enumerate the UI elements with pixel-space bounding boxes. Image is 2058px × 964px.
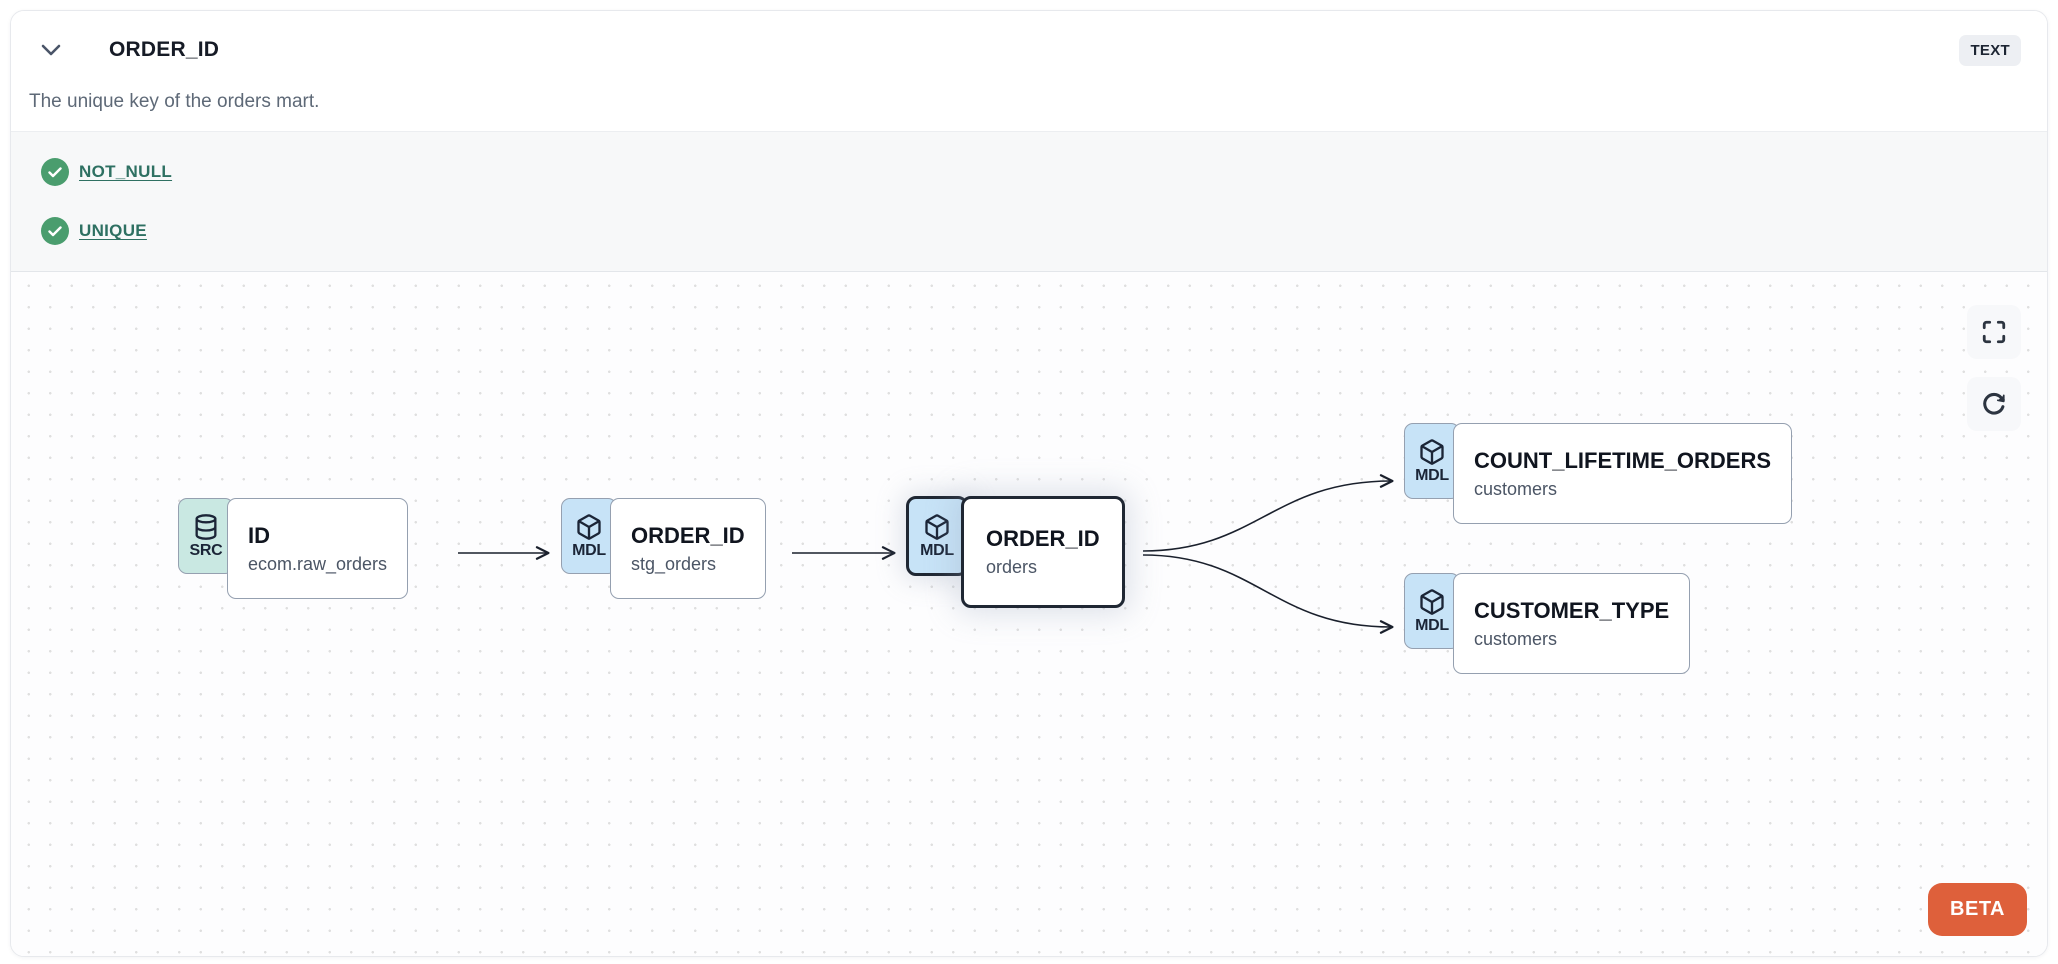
title-row: ORDER_ID TEXT xyxy=(29,33,2021,67)
lineage-node-source-id[interactable]: SRC ID ecom.raw_orders xyxy=(178,498,409,599)
collapse-toggle[interactable] xyxy=(39,38,63,62)
chevron-down-icon xyxy=(41,44,61,56)
tests-section: NOT_NULL UNIQUE xyxy=(11,131,2047,272)
cube-icon xyxy=(1420,438,1444,465)
node-badge-label: MDL xyxy=(920,541,954,559)
node-card: ORDER_ID orders xyxy=(961,496,1125,608)
node-card: ID ecom.raw_orders xyxy=(227,498,409,599)
node-subtitle: customers xyxy=(1474,478,1558,499)
column-description: The unique key of the orders mart. xyxy=(29,91,320,112)
beta-badge: BETA xyxy=(1928,883,2027,936)
node-subtitle: orders xyxy=(986,557,1038,577)
node-badge-label: SRC xyxy=(189,541,223,559)
column-details-panel: ORDER_ID TEXT The unique key of the orde… xyxy=(10,10,2048,957)
lineage-node-stg-orders[interactable]: MDL ORDER_ID stg_orders xyxy=(561,498,766,599)
lineage-node-count-lifetime-orders[interactable]: MDL COUNT_LIFETIME_ORDERS customers xyxy=(1404,423,1793,524)
database-icon xyxy=(195,513,217,540)
refresh-icon xyxy=(1983,392,2005,415)
node-card: CUSTOMER_TYPE customers xyxy=(1453,573,1691,674)
node-type-badge: MDL xyxy=(906,496,968,576)
check-circle-icon xyxy=(41,158,69,186)
check-circle-icon xyxy=(41,217,69,245)
fullscreen-button[interactable] xyxy=(1967,305,2021,359)
test-link-unique[interactable]: UNIQUE xyxy=(79,221,147,240)
refresh-button[interactable] xyxy=(1967,377,2021,431)
cube-icon xyxy=(577,513,601,540)
test-row: UNIQUE xyxy=(41,209,2017,253)
page-title: ORDER_ID xyxy=(109,38,220,61)
lineage-node-customer-type[interactable]: MDL CUSTOMER_TYPE customers xyxy=(1404,573,1691,674)
node-badge-label: MDL xyxy=(1415,616,1449,634)
node-title: COUNT_LIFETIME_ORDERS xyxy=(1474,447,1772,473)
node-subtitle: stg_orders xyxy=(631,553,717,574)
header: ORDER_ID TEXT The unique key of the orde… xyxy=(11,11,2047,131)
cube-icon xyxy=(1420,588,1444,615)
node-subtitle: customers xyxy=(1474,628,1558,649)
node-badge-label: MDL xyxy=(572,541,606,559)
test-link-not-null[interactable]: NOT_NULL xyxy=(79,162,173,181)
node-type-badge: MDL xyxy=(561,498,617,574)
node-title: ID xyxy=(248,522,270,548)
node-title: ORDER_ID xyxy=(986,526,1100,551)
lineage-edges xyxy=(458,474,1394,634)
lineage-node-orders-selected[interactable]: MDL ORDER_ID orders xyxy=(906,496,1125,608)
node-type-badge: MDL xyxy=(1404,573,1460,649)
node-type-badge: MDL xyxy=(1404,423,1460,499)
node-type-badge: SRC xyxy=(178,498,234,574)
node-card: COUNT_LIFETIME_ORDERS customers xyxy=(1453,423,1793,524)
cube-icon xyxy=(925,513,949,540)
lineage-canvas[interactable]: SRC ID ecom.raw_orders MDL ORDER_ID stg_… xyxy=(11,272,2047,956)
node-badge-label: MDL xyxy=(1415,466,1449,484)
column-type-badge: TEXT xyxy=(1959,34,2021,66)
node-title: CUSTOMER_TYPE xyxy=(1474,597,1670,623)
node-subtitle: ecom.raw_orders xyxy=(248,553,388,574)
fullscreen-icon xyxy=(1982,320,2006,344)
node-card: ORDER_ID stg_orders xyxy=(610,498,766,599)
node-title: ORDER_ID xyxy=(631,522,745,548)
test-row: NOT_NULL xyxy=(41,150,2017,194)
